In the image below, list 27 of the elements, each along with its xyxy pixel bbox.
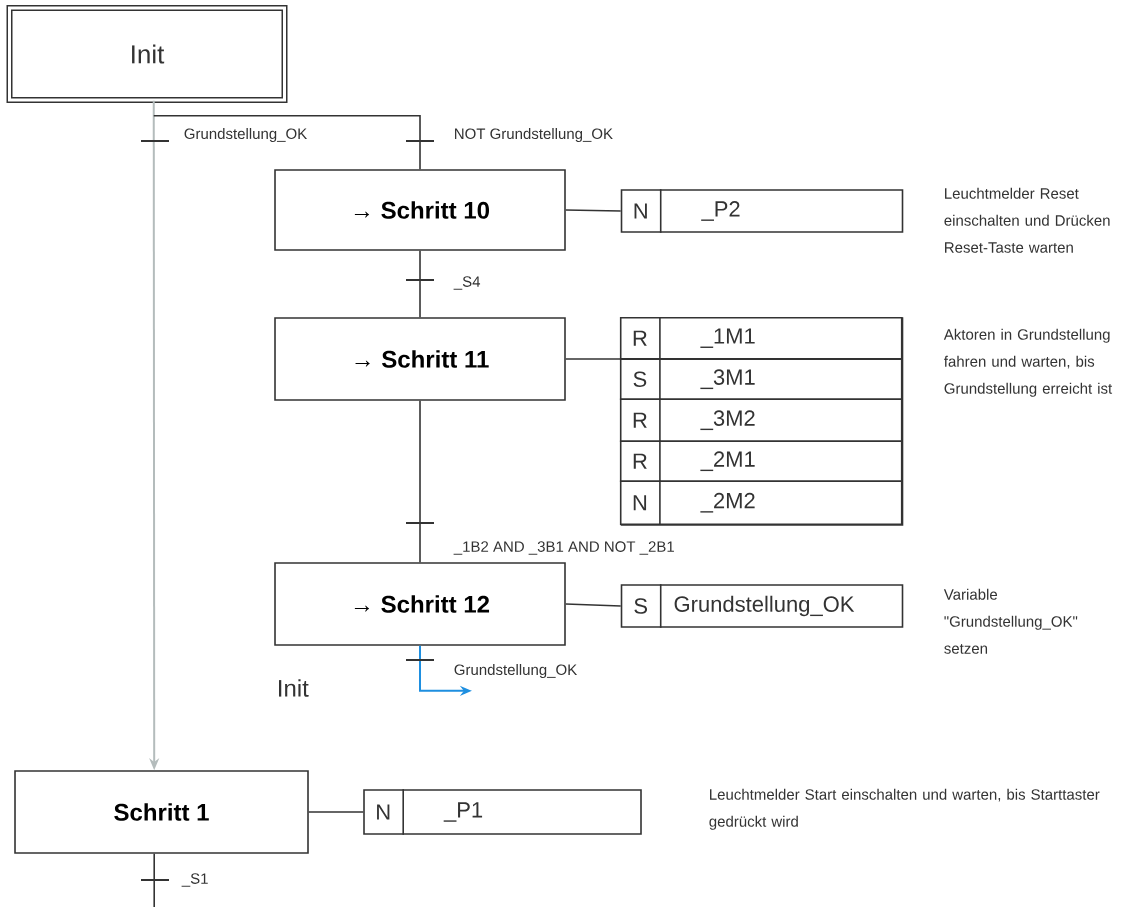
- edge-label: Grundstellung_OK: [182, 127, 309, 143]
- edge-label: _S4: [452, 275, 482, 291]
- connector-line: [419, 250, 421, 318]
- connector-line: [565, 358, 622, 360]
- connector-line: [565, 209, 622, 212]
- note-text: Leuchtmelder Start einschalten und warten, bis Starttaster gedrückt wird: [709, 788, 1100, 830]
- action-box: S Grundstellung_OK: [620, 583, 904, 629]
- connector-line: [153, 853, 155, 907]
- connector-line: [419, 400, 421, 563]
- note-text: Aktoren in Grundstellung fahren und warten, bis Grundstellung erreicht ist: [943, 328, 1113, 397]
- edge-label: Grundstellung_OK: [452, 663, 579, 679]
- connector-line: [565, 603, 622, 607]
- step-box: → Schritt 11: [274, 317, 566, 401]
- edge-label: NOT Grundstellung_OK: [452, 127, 615, 143]
- note-text: Leuchtmelder Reset einschalten und Drücken Reset-Taste warten: [944, 187, 1110, 253]
- action-box: N _P1: [363, 788, 642, 836]
- initial-step-box: Init: [6, 5, 288, 103]
- connector-line: [308, 811, 364, 813]
- step-box: → Schritt 10: [274, 169, 566, 251]
- note-text: Variable "Grundstellung_OK" setzen: [943, 588, 1078, 654]
- connector-line: [152, 114, 421, 170]
- action-box: N _P2: [620, 188, 904, 234]
- step-box: → Schritt 12: [274, 562, 566, 646]
- edge-label: _S1: [180, 872, 210, 888]
- edge-label: _1B2 AND _3B1 AND NOT _2B1: [452, 540, 676, 556]
- step-box: Schritt 1: [14, 770, 309, 854]
- jump-target-label: Init: [279, 679, 309, 697]
